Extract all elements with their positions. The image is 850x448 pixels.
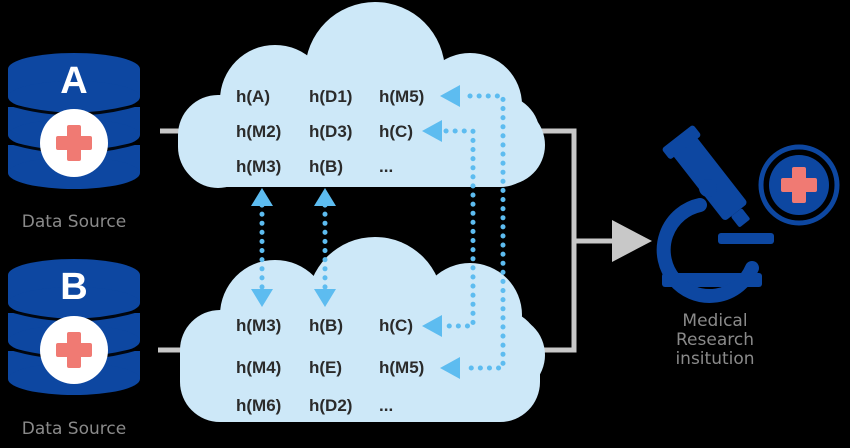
arrowhead-left [440, 357, 460, 379]
institution-label-line: Research [676, 330, 754, 350]
match-line-m5 [467, 93, 506, 371]
medical-cross-icon [758, 144, 840, 226]
cloud-bottom-labels: h(M3) h(B) h(C) h(M4) h(E) h(M5) h(M6) h… [236, 316, 424, 415]
hash-label: h(C) [379, 122, 413, 141]
hash-label: h(M4) [236, 358, 281, 377]
hash-label: h(M3) [236, 157, 281, 176]
match-arrowheads [251, 85, 460, 379]
hash-label: ... [379, 157, 393, 176]
arrow-to-institution [612, 220, 652, 262]
match-line-c [443, 128, 476, 329]
arrowhead-left [422, 120, 442, 142]
cloud-top [178, 2, 545, 188]
medical-cross-icon [40, 316, 108, 384]
hash-label: h(M3) [236, 316, 281, 335]
hash-label: h(M5) [379, 87, 424, 106]
microscope-icon [656, 125, 774, 303]
arrowhead-up [251, 188, 273, 206]
arrowhead-up [314, 188, 336, 206]
database-b: B [7, 259, 141, 395]
data-source-label: Data Source [22, 212, 126, 232]
arrowhead-left [422, 315, 442, 337]
hash-label: h(D1) [309, 87, 352, 106]
institution-label-line: Medical [682, 311, 747, 331]
medical-cross-icon [40, 109, 108, 177]
hash-label: ... [379, 396, 393, 415]
hash-label: h(D3) [309, 122, 352, 141]
database-a: A [7, 53, 141, 189]
hash-label: h(M5) [379, 358, 424, 377]
arrowhead-down [314, 289, 336, 307]
hash-label: h(M2) [236, 122, 281, 141]
arrowhead-left [440, 85, 460, 107]
hash-label: h(A) [236, 87, 270, 106]
hash-label: h(E) [309, 358, 342, 377]
database-letter: A [60, 60, 87, 102]
hash-label: h(C) [379, 316, 413, 335]
institution-label: Medical Research insitution [675, 311, 754, 369]
match-arrows [259, 93, 506, 371]
arrowhead-down [251, 289, 273, 307]
hash-label: h(B) [309, 316, 343, 335]
hash-label: h(D2) [309, 396, 352, 415]
cloud-top-labels: h(A) h(D1) h(M5) h(M2) h(D3) h(C) h(M3) … [236, 87, 424, 176]
database-letter: B [60, 266, 87, 308]
data-source-label: Data Source [22, 419, 126, 439]
hash-label: h(M6) [236, 396, 281, 415]
hash-label: h(B) [309, 157, 343, 176]
cloud-bottom [180, 237, 545, 422]
institution-label-line: insitution [675, 349, 754, 369]
